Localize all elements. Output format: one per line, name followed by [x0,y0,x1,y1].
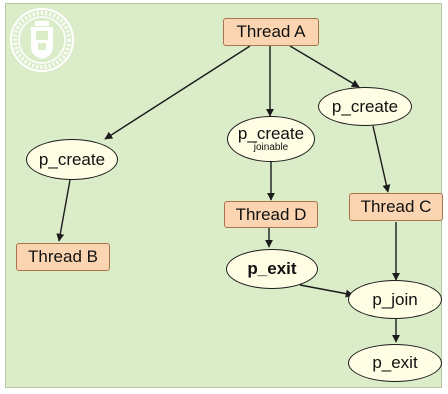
node-p-join-label: p_join [372,289,418,309]
node-p-create-right: p_create [318,87,412,126]
edge-exit-to-join [299,284,354,298]
edge-create-right-to-threadc [372,125,391,193]
node-p-create-right-label: p_create [331,96,399,116]
node-p-join: p_join [348,280,442,319]
node-thread-b-label: Thread B [28,247,98,266]
node-thread-d: Thread D [224,201,318,228]
node-thread-c: Thread C [349,193,443,221]
node-p-exit-final-label: p_exit [372,353,418,372]
node-p-create-joinable-sublabel: joinable [253,142,289,153]
node-p-exit-final: p_exit [348,344,442,382]
node-p-exit-d-label: p_exit [247,259,297,278]
node-p-create-joinable: p_create joinable [227,116,315,162]
university-seal-icon [10,8,74,72]
node-thread-c-label: Thread C [360,197,432,216]
edge-create-left-to-threadb [56,179,71,242]
node-p-create-joinable-label: p_create [237,124,305,143]
node-thread-a-label: Thread A [236,22,306,41]
node-p-exit-d: p_exit [226,249,318,289]
node-thread-a: Thread A [223,18,319,46]
node-thread-b: Thread B [16,243,110,271]
node-thread-d-label: Thread D [235,204,307,224]
edge-threada-to-create-left [104,45,251,140]
edge-threada-to-create-right [289,45,360,88]
node-p-create-left: p_create [26,139,118,180]
node-p-create-left-label: p_create [38,149,106,169]
